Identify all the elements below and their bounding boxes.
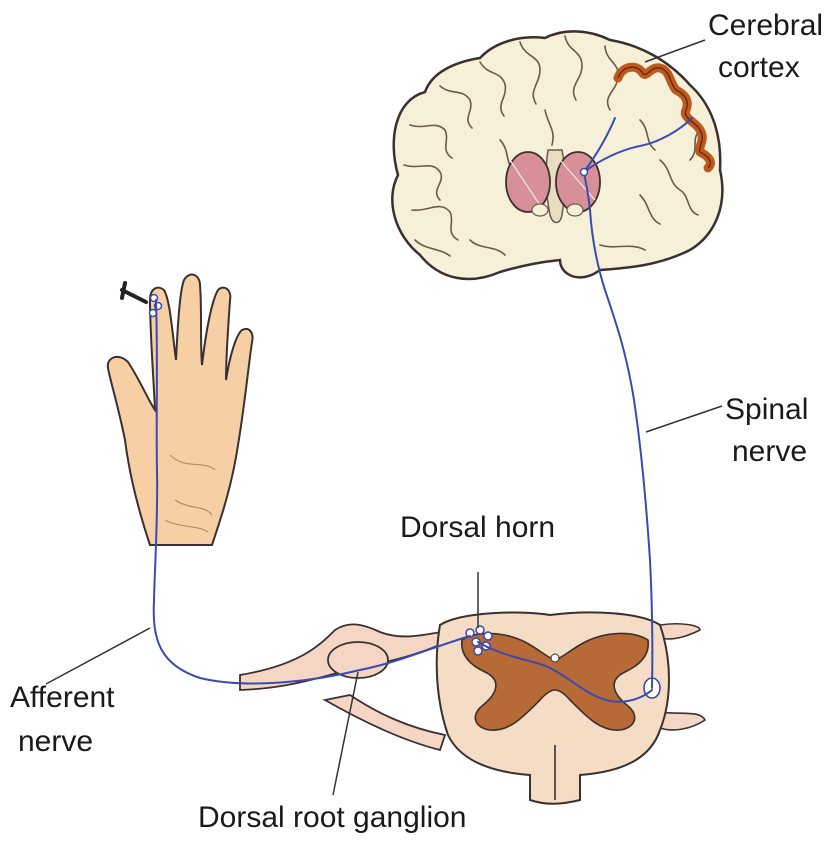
label-cerebral-cortex-line1: Cerebral bbox=[708, 8, 823, 43]
spinal-cord bbox=[240, 612, 705, 803]
label-dorsal-horn: Dorsal horn bbox=[400, 510, 555, 545]
leader-cerebral-cortex bbox=[645, 40, 705, 62]
ventral-root bbox=[325, 695, 445, 750]
label-cerebral-cortex-line2: cortex bbox=[718, 50, 800, 85]
hand-outline bbox=[108, 275, 253, 545]
pin-icon bbox=[122, 283, 146, 302]
label-dorsal-root-ganglion: Dorsal root ganglion bbox=[198, 800, 467, 835]
label-afferent-nerve-line1: Afferent bbox=[10, 680, 115, 715]
leader-spinal-nerve bbox=[646, 406, 722, 432]
brain bbox=[392, 31, 722, 279]
label-spinal-nerve-line2: nerve bbox=[732, 434, 807, 469]
leader-dorsal-root-ganglion bbox=[333, 672, 358, 795]
thalamus-right bbox=[556, 152, 600, 212]
thalamus-left bbox=[506, 152, 550, 212]
hand bbox=[108, 275, 253, 545]
label-spinal-nerve-line1: Spinal bbox=[725, 392, 808, 427]
leader-afferent-nerve bbox=[46, 628, 150, 684]
label-afferent-nerve-line2: nerve bbox=[18, 724, 93, 759]
